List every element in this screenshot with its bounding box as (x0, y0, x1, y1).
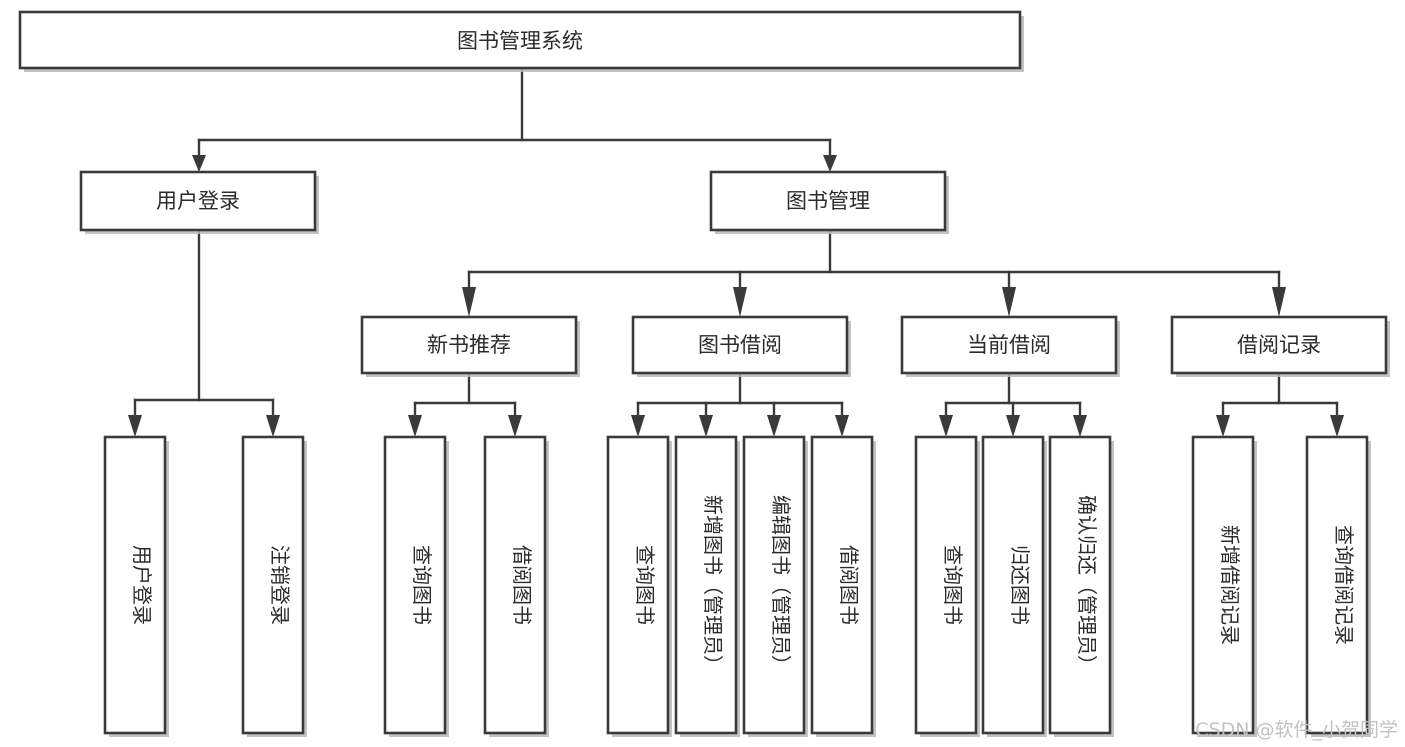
arrow-head-leaf-query-record (1330, 415, 1344, 437)
node-leaf-add-record-box (1191, 435, 1255, 735)
node-root-box (18, 10, 1022, 70)
node-leaf-edit-book[interactable]: 编辑图书（管理员） (742, 435, 808, 737)
node-leaf-return-book[interactable]: 归还图书 (981, 435, 1047, 737)
node-leaf-edit-book-box (742, 435, 806, 735)
node-new-book-recommend-label: 新书推荐 (427, 333, 511, 357)
node-borrow-record-label: 借阅记录 (1237, 333, 1321, 357)
node-book-management-box (709, 170, 947, 232)
node-leaf-user-logout[interactable]: 注销登录 (241, 435, 307, 737)
node-leaf-add-book[interactable]: 新增图书（管理员） (674, 435, 740, 737)
node-leaf-query-book-3[interactable]: 查询图书 (914, 435, 980, 737)
node-new-book-recommend[interactable]: 新书推荐 (360, 315, 580, 377)
node-leaf-edit-book-label: 编辑图书（管理员） (769, 495, 793, 675)
node-leaf-query-book-2-label: 查询图书 (633, 545, 657, 625)
arrow-head-user-login (192, 155, 206, 172)
node-leaf-user-logout-box (241, 435, 305, 735)
node-root-label: 图书管理系统 (457, 29, 583, 53)
node-leaf-return-book-label: 归还图书 (1008, 545, 1032, 625)
node-leaf-add-book-label: 新增图书（管理员） (701, 495, 725, 675)
node-book-borrow-box (631, 315, 849, 375)
node-root[interactable]: 图书管理系统 (18, 10, 1024, 72)
node-current-borrow-label: 当前借阅 (967, 333, 1051, 357)
node-leaf-borrow-book-2-label: 借阅图书 (837, 545, 861, 625)
arrow-head-leaf-confirm-return (1073, 415, 1087, 437)
arrow-head-borrow-record (1272, 287, 1286, 317)
node-leaf-user-login-label: 用户登录 (130, 545, 154, 625)
node-leaf-query-book-1[interactable]: 查询图书 (383, 435, 449, 737)
node-book-management-label: 图书管理 (786, 189, 870, 213)
node-leaf-query-record[interactable]: 查询借阅记录 (1305, 435, 1371, 737)
arrow-head-leaf-edit-book (767, 415, 781, 437)
node-user-login-box (79, 170, 317, 232)
arrow-head-new-book-recommend (462, 287, 476, 317)
arrow-head-leaf-query-book-3 (939, 415, 953, 437)
node-current-borrow[interactable]: 当前借阅 (900, 315, 1120, 377)
node-borrow-record-box (1170, 315, 1388, 375)
node-leaf-confirm-return[interactable]: 确认归还（管理员） (1048, 435, 1114, 737)
arrow-head-current-borrow (1002, 287, 1016, 317)
node-user-login-label: 用户登录 (156, 189, 240, 213)
node-current-borrow-box (900, 315, 1118, 375)
node-leaf-confirm-return-label: 确认归还（管理员） (1075, 495, 1099, 675)
node-leaf-query-book-1-box (383, 435, 447, 735)
arrow-head-leaf-borrow-book-1 (508, 415, 522, 437)
node-leaf-query-book-2[interactable]: 查询图书 (606, 435, 672, 737)
watermark-label: CSDN @软件_小贺同学 (1195, 719, 1398, 741)
arrow-head-leaf-add-book (699, 415, 713, 437)
node-book-borrow[interactable]: 图书借阅 (631, 315, 851, 377)
node-leaf-return-book-box (981, 435, 1045, 735)
node-leaf-query-record-box (1305, 435, 1369, 735)
node-book-borrow-label: 图书借阅 (698, 333, 782, 357)
node-leaf-query-record-label: 查询借阅记录 (1332, 525, 1356, 645)
connector-layer (128, 68, 1344, 437)
arrow-head-leaf-query-book-2 (631, 415, 645, 437)
node-borrow-record[interactable]: 借阅记录 (1170, 315, 1390, 377)
arrow-head-leaf-user-logout (266, 415, 280, 437)
arrow-head-book-borrow (733, 287, 747, 317)
arrow-head-leaf-return-book (1006, 415, 1020, 437)
node-leaf-add-book-box (674, 435, 738, 735)
node-book-management[interactable]: 图书管理 (709, 170, 949, 234)
arrow-head-book-management (823, 155, 837, 172)
node-leaf-borrow-book-2-box (810, 435, 874, 735)
arrow-head-leaf-user-login (128, 415, 142, 437)
node-leaf-borrow-book-2[interactable]: 借阅图书 (810, 435, 876, 737)
node-leaf-borrow-book-1-label: 借阅图书 (510, 545, 534, 625)
node-leaf-query-book-3-box (914, 435, 978, 735)
node-user-login[interactable]: 用户登录 (79, 170, 319, 234)
node-leaf-confirm-return-box (1048, 435, 1112, 735)
node-leaf-borrow-book-1[interactable]: 借阅图书 (483, 435, 549, 737)
arrow-head-leaf-add-record (1216, 415, 1230, 437)
node-leaf-borrow-book-1-box (483, 435, 547, 735)
arrow-head-leaf-query-book-1 (408, 415, 422, 437)
node-leaf-query-book-3-label: 查询图书 (941, 545, 965, 625)
node-new-book-recommend-box (360, 315, 578, 375)
node-leaf-add-record-label: 新增借阅记录 (1218, 525, 1242, 645)
node-leaf-add-record[interactable]: 新增借阅记录 (1191, 435, 1257, 737)
node-leaf-query-book-2-box (606, 435, 670, 735)
node-leaf-user-login[interactable]: 用户登录 (103, 435, 169, 737)
node-leaf-user-logout-label: 注销登录 (268, 545, 292, 625)
node-leaf-user-login-box (103, 435, 167, 735)
node-leaf-query-book-1-label: 查询图书 (410, 545, 434, 625)
arrow-head-leaf-borrow-book-2 (835, 415, 849, 437)
